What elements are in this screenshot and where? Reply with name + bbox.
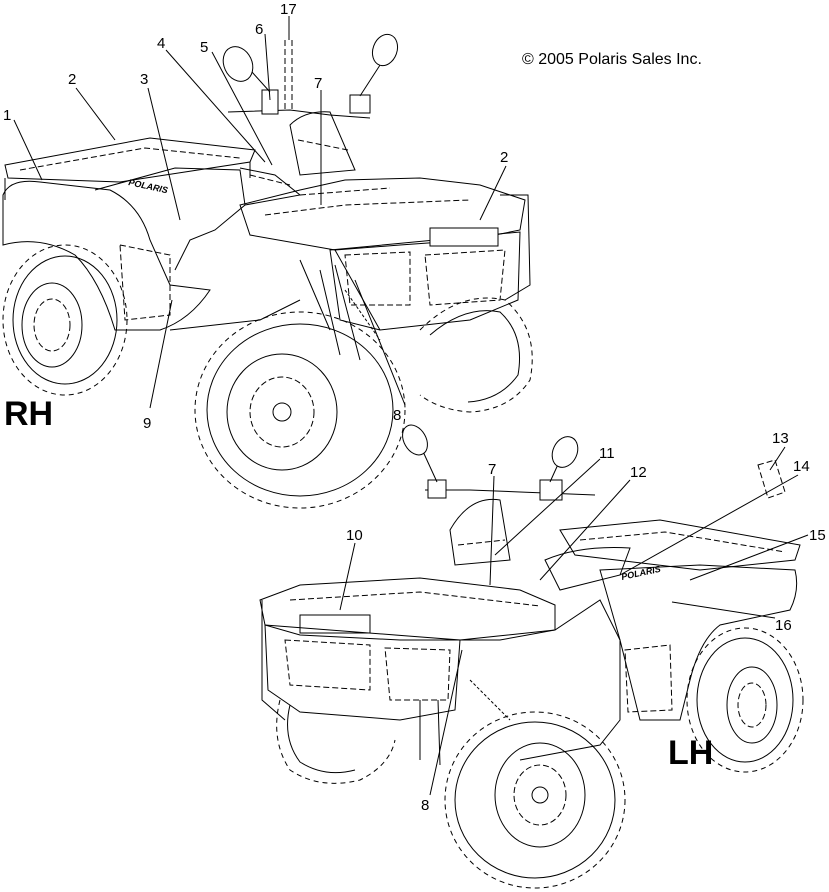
front-wheel-rh	[194, 311, 406, 509]
callouts-lh: 10 7 11 12 13 14 15 16 8	[346, 430, 826, 814]
side-label-rh: RH	[4, 395, 53, 433]
handlebar-lh	[402, 424, 596, 501]
mirror-left-lh	[551, 436, 579, 468]
brand-badge-front-lh	[299, 614, 371, 634]
callout-9: 9	[143, 415, 151, 432]
callout-17: 17	[280, 1, 297, 18]
front-hood-rh	[239, 177, 526, 251]
brand-decal-lh: POLARIS	[620, 564, 661, 582]
atv-right-view: POLARIS	[2, 33, 533, 509]
callout-13: 13	[772, 430, 789, 447]
front-wheel-far-lh	[276, 699, 396, 784]
callout-10: 10	[346, 527, 363, 544]
handlebar-rh	[222, 33, 399, 119]
svg-text:POLARIS: POLARIS	[620, 564, 661, 582]
mirror-right-rh	[222, 46, 254, 82]
callout-6: 6	[255, 21, 263, 38]
callout-7-lh: 7	[488, 461, 496, 478]
callout-15: 15	[809, 527, 826, 544]
svg-text:POLARIS: POLARIS	[128, 177, 169, 195]
callout-2-rear: 2	[68, 71, 76, 88]
callout-8-lh: 8	[421, 797, 429, 814]
callout-16: 16	[775, 617, 792, 634]
atv-left-view: POLARIS	[259, 424, 804, 889]
callout-14: 14	[793, 458, 810, 475]
callout-4: 4	[157, 35, 165, 52]
callout-11: 11	[599, 445, 615, 462]
leader-lines-lh	[339, 446, 809, 796]
callout-2-front: 2	[500, 149, 508, 166]
callout-5: 5	[200, 39, 208, 56]
rear-rack-lh	[559, 519, 801, 571]
callouts-rh: 1 2 3 4 5 6 17 7 2 8 9	[3, 1, 508, 432]
copyright-text: © 2005 Polaris Sales Inc.	[522, 51, 702, 68]
callout-12: 12	[630, 464, 647, 481]
rear-wheel-lh	[686, 627, 804, 773]
mirror-left-rh	[371, 33, 399, 67]
rear-wheel-rh	[2, 244, 128, 396]
side-label-lh: LH	[668, 734, 713, 772]
callout-7-rh: 7	[314, 75, 322, 92]
rear-fender-rh	[2, 180, 211, 331]
front-wheel-far-rh	[419, 297, 533, 413]
leader-lines-rh	[13, 16, 507, 409]
callout-1: 1	[3, 107, 11, 124]
callout-3: 3	[140, 71, 148, 88]
rear-fender-lh	[599, 564, 798, 721]
front-wheel-lh	[444, 711, 626, 889]
brand-decal-rh: POLARIS	[128, 177, 169, 195]
callout-8-rh: 8	[393, 407, 401, 424]
brand-badge-front-rh	[429, 227, 499, 247]
mirror-right-lh	[402, 424, 428, 456]
